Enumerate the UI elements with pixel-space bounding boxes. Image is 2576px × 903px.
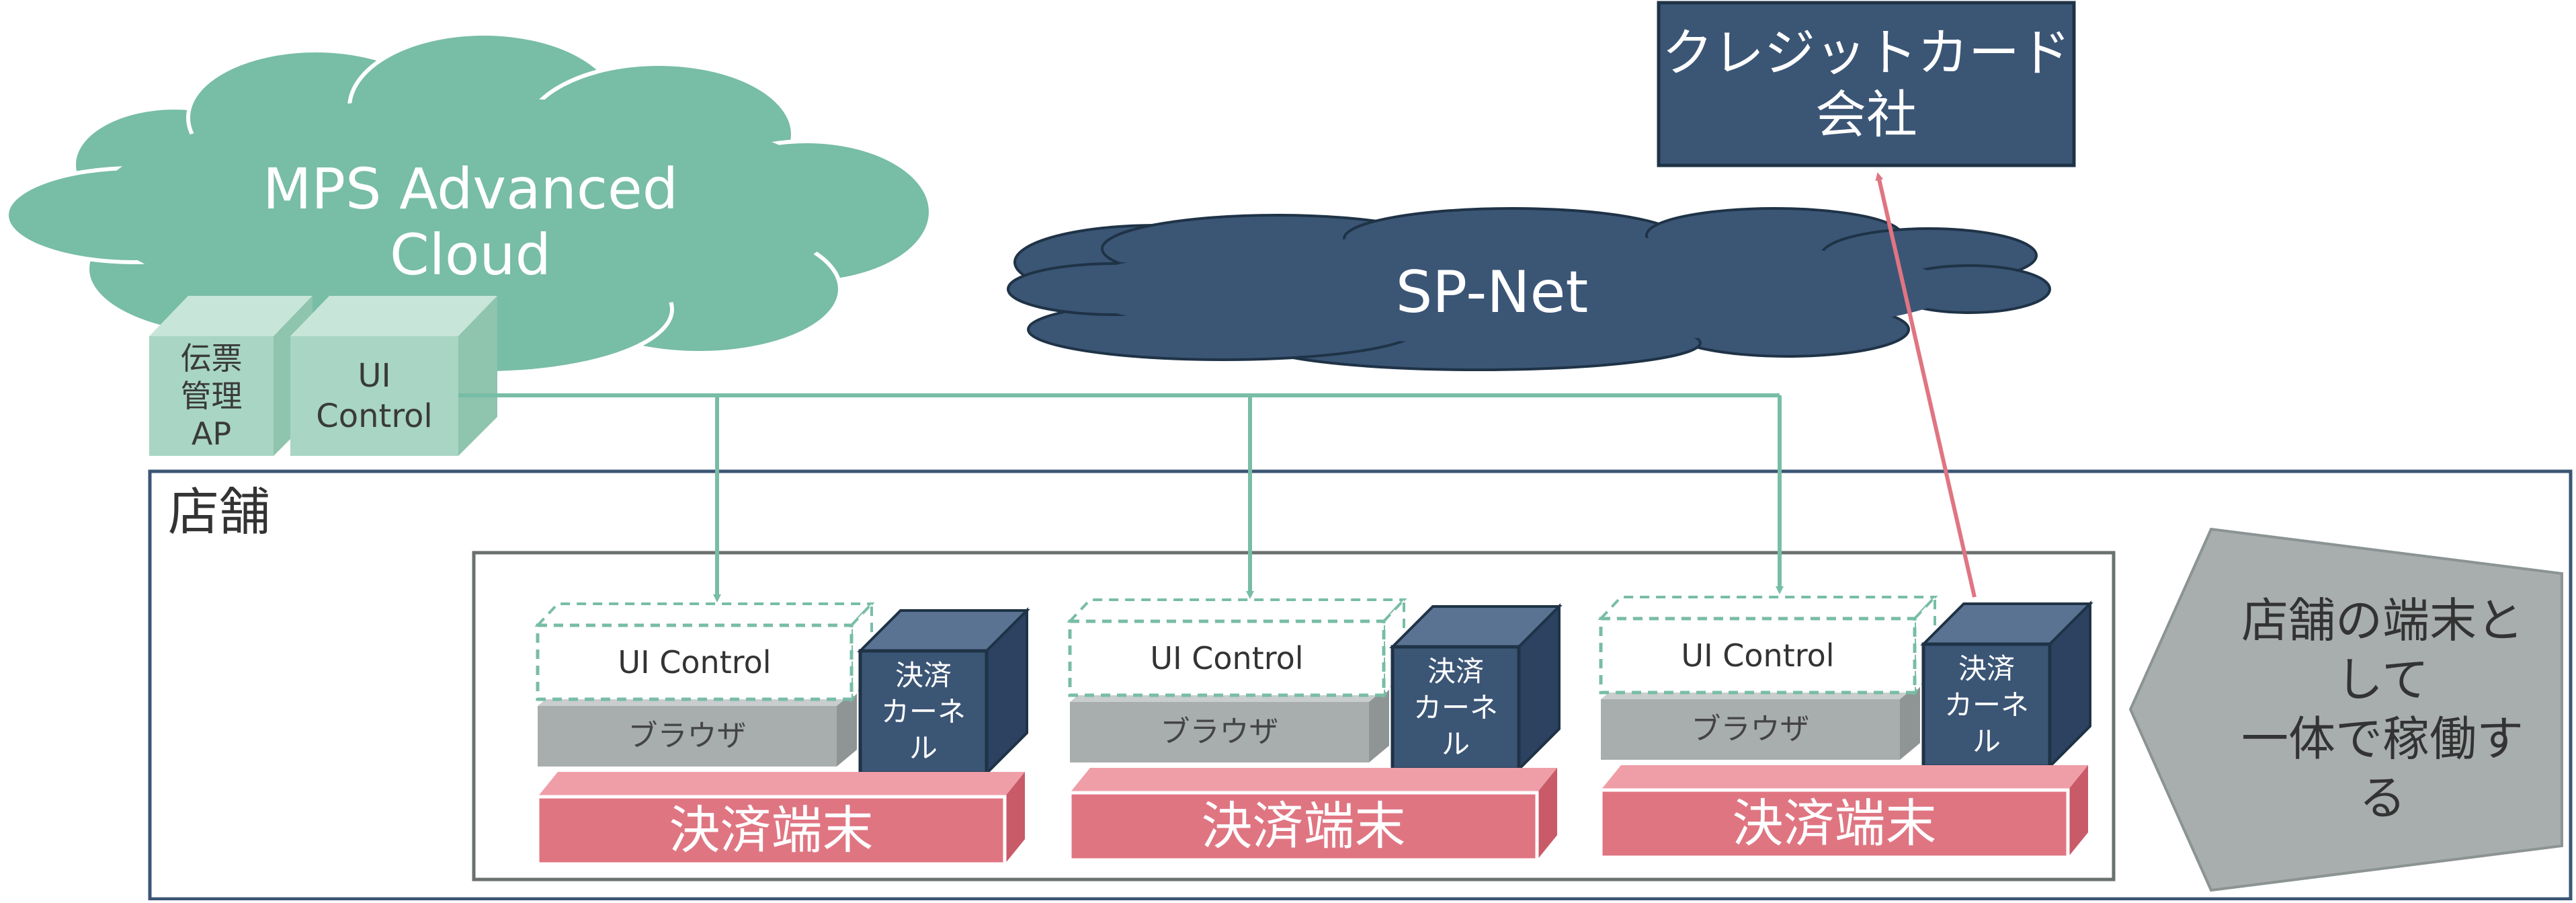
kernel-label: 決済 カーネ ル	[880, 659, 966, 764]
store-label: 店舗	[168, 482, 270, 542]
kernel-box	[1390, 645, 1521, 771]
kernel-label: 決済 カーネ ル	[1944, 652, 2029, 758]
terminal-area-box	[472, 551, 2116, 881]
ui-control-label: UI Control	[1150, 640, 1304, 676]
terminal-label: 決済端末	[669, 800, 874, 860]
ui-control-label: UI Control	[1681, 637, 1835, 674]
payment-arrow	[1875, 172, 1977, 598]
terminal-label: 決済端末	[1201, 796, 1406, 856]
callout-arrow	[2128, 527, 2563, 892]
credit-card-label: クレジットカード 会社	[1662, 23, 2071, 145]
browser-label: ブラウザ	[1691, 712, 1810, 746]
credit-card-box	[1657, 1, 2076, 167]
cloud-module-slip-ap	[149, 296, 313, 456]
cloud-module-ui-control	[290, 296, 497, 456]
callout-label: 店舗の端末と して 一体で稼働す る	[2241, 593, 2524, 826]
cloud-module-slip-ap-label: 伝票 管理 AP	[180, 340, 243, 452]
ui-control-distribution-lines	[458, 393, 1784, 602]
ui-control-box	[536, 623, 854, 701]
mps-cloud	[5, 32, 933, 375]
mps-cloud-label: MPS Advanced Cloud	[262, 156, 679, 288]
browser-label: ブラウザ	[1160, 715, 1279, 749]
terminal-base	[1068, 791, 1539, 862]
browser-box	[1601, 699, 1900, 760]
sp-net-cloud	[1007, 207, 2051, 371]
ui-control-label: UI Control	[618, 644, 772, 680]
kernel-box	[1921, 642, 2052, 769]
browser-box	[1070, 702, 1369, 762]
browser-label: ブラウザ	[628, 719, 747, 753]
kernel-label: 決済 カーネ ル	[1413, 655, 1498, 760]
terminals-group	[534, 593, 2093, 866]
browser-box	[538, 706, 837, 767]
ui-control-box	[1068, 619, 1386, 697]
payment-terminal-2	[1067, 596, 1563, 862]
store-box	[148, 469, 2573, 901]
terminal-base	[536, 795, 1007, 866]
terminal-label: 決済端末	[1732, 793, 1937, 853]
cloud-module-ui-control-label: UI Control	[316, 357, 433, 435]
ui-control-box	[1599, 617, 1917, 695]
sp-net-label: SP-Net	[1395, 259, 1589, 326]
terminal-base	[1599, 788, 2070, 859]
payment-terminal-1	[534, 600, 1030, 866]
payment-terminal-3	[1597, 593, 2093, 859]
